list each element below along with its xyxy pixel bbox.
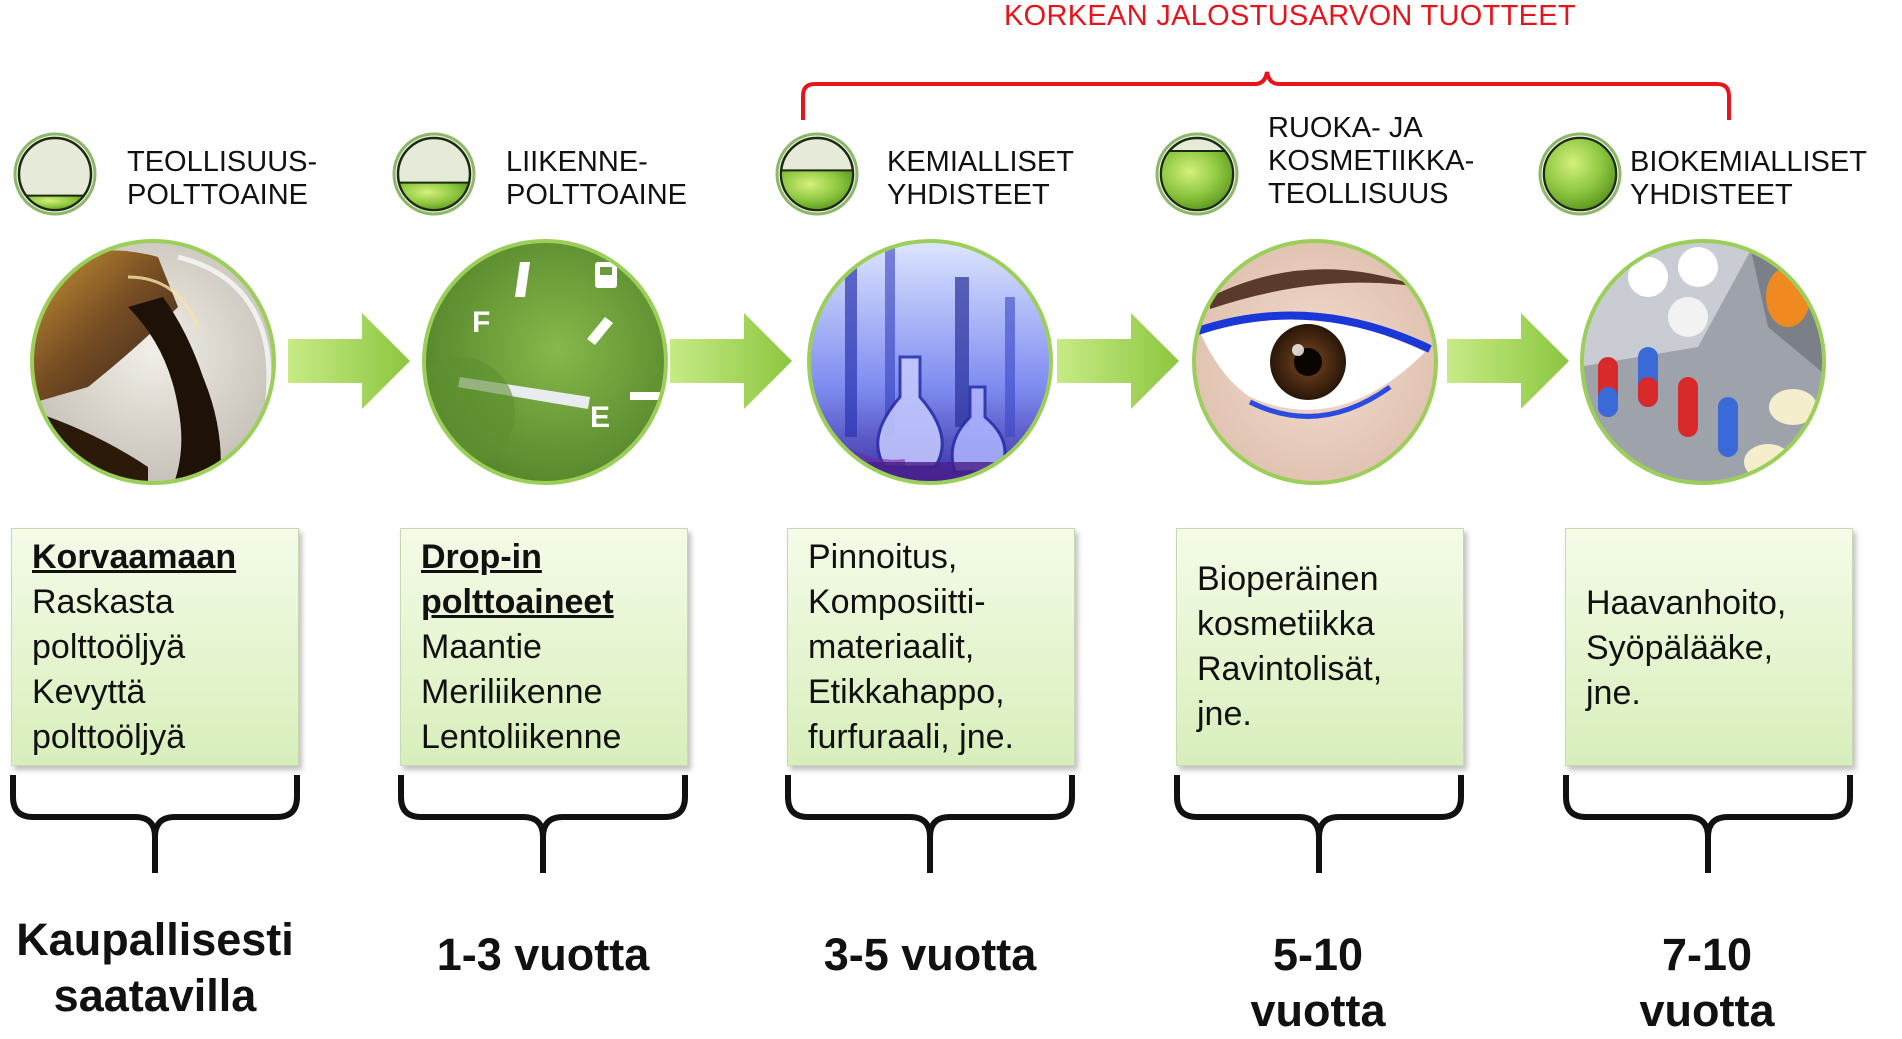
eye-makeup-photo (1192, 239, 1438, 485)
desc-line: furfuraali, jne. (808, 718, 1014, 756)
fill-level-gauge-1 (13, 132, 97, 216)
stage-2-title: LIIKENNE- POLTTOAINE (506, 146, 687, 212)
stage-1-timeline: Kaupallisesti saatavilla (5, 912, 305, 1024)
desc-line: Lentoliikenne (421, 718, 622, 756)
desc-line: Haavanhoito, (1586, 584, 1787, 622)
desc-line: Etikkahappo, (808, 673, 1005, 711)
stage-4-title-line: KOSMETIIKKA- (1268, 145, 1475, 177)
stage-5-description: Haavanhoito, Syöpälääke, jne. (1565, 528, 1853, 766)
fill-level-gauge-5 (1538, 132, 1622, 216)
timeline-brace-3 (785, 775, 1075, 873)
desc-line: polttoöljyä (32, 718, 186, 756)
timeline-line: 5-10 (1272, 929, 1364, 980)
timeline-line: vuotta (1639, 985, 1775, 1036)
stage-5-timeline: 7-10 vuotta (1557, 927, 1857, 1039)
flow-arrow-4 (1447, 313, 1569, 409)
stage-4-title-line: RUOKA- JA (1268, 112, 1423, 144)
desc-heading: polttoaineet (421, 583, 614, 621)
timeline-brace-4 (1174, 775, 1464, 873)
desc-line: kosmetiikka (1197, 605, 1375, 643)
fuel-oil-pouring-photo (30, 239, 276, 485)
fuel-gauge-photo: F E (422, 239, 668, 485)
desc-line: Meriliikenne (421, 673, 603, 711)
timeline-brace-1 (10, 775, 300, 873)
pills-blister-photo (1580, 239, 1826, 485)
laboratory-glassware-photo (807, 239, 1053, 485)
stage-2-timeline: 1-3 vuotta (393, 927, 693, 983)
timeline-line: 3-5 vuotta (823, 929, 1037, 980)
stage-1-title-line: POLTTOAINE (127, 179, 309, 211)
stage-4-timeline: 5-10 vuotta (1168, 927, 1468, 1039)
timeline-line: 7-10 (1661, 929, 1753, 980)
stage-3-description: Pinnoitus, Komposiitti- materiaalit, Eti… (787, 528, 1075, 766)
gauge-fill (780, 169, 854, 211)
stage-2-title-line: LIIKENNE- (506, 146, 648, 178)
stage-3-title-line: KEMIALLISET (887, 146, 1074, 178)
desc-heading: Korvaamaan (32, 538, 237, 576)
desc-line: Kevyttä (32, 673, 146, 711)
stage-5-title: BIOKEMIALLISET YHDISTEET (1630, 146, 1867, 212)
stage-5-title-line: YHDISTEET (1630, 179, 1793, 211)
flow-arrow-1 (288, 313, 410, 409)
timeline-line: 1-3 vuotta (436, 929, 650, 980)
timeline-line: vuotta (1250, 985, 1386, 1036)
stage-5-title-line: BIOKEMIALLISET (1630, 146, 1867, 178)
desc-line: Maantie (421, 628, 542, 666)
desc-line: materiaalit, (808, 628, 975, 666)
stage-1-description: Korvaamaan Raskasta polttoöljyä Kevyttä … (11, 528, 299, 766)
gauge-fill (397, 181, 471, 211)
fill-level-gauge-3 (775, 132, 859, 216)
desc-line: jne. (1586, 674, 1641, 712)
stage-3-title-line: YHDISTEET (887, 179, 1050, 211)
high-value-bracket (801, 71, 1731, 120)
stage-1-title: TEOLLISUUS- POLTTOAINE (127, 146, 317, 212)
desc-line: Pinnoitus, (808, 538, 958, 576)
stage-3-timeline: 3-5 vuotta (780, 927, 1080, 983)
stage-3-title: KEMIALLISET YHDISTEET (887, 146, 1074, 212)
stage-4-description: Bioperäinen kosmetiikka Ravintolisät, jn… (1176, 528, 1464, 766)
gauge-fill (1542, 137, 1618, 211)
timeline-brace-5 (1563, 775, 1853, 873)
desc-line: Bioperäinen (1197, 560, 1379, 598)
timeline-line: Kaupallisesti (16, 914, 294, 965)
svg-text:F: F (472, 306, 490, 339)
gauge-fill (1160, 149, 1234, 211)
stage-1-title-line: TEOLLISUUS- (127, 146, 318, 178)
desc-line: polttoöljyä (32, 628, 186, 666)
desc-line: Raskasta (32, 583, 174, 621)
desc-line: Komposiitti- (808, 583, 986, 621)
flow-arrow-3 (1057, 313, 1179, 409)
gauge-fill (24, 194, 86, 211)
desc-line: Ravintolisät, (1197, 650, 1383, 688)
flow-arrow-2 (670, 313, 792, 409)
fill-level-gauge-4 (1155, 132, 1239, 216)
stage-4-title: RUOKA- JA KOSMETIIKKA- TEOLLISUUS (1268, 112, 1474, 211)
timeline-line: saatavilla (53, 970, 257, 1021)
svg-text:E: E (590, 401, 610, 434)
stage-2-description: Drop-in polttoaineet Maantie Meriliikenn… (400, 528, 688, 766)
timeline-brace-2 (398, 775, 688, 873)
desc-line: jne. (1197, 695, 1252, 733)
stage-2-title-line: POLTTOAINE (506, 179, 688, 211)
high-value-products-label: KORKEAN JALOSTUSARVON TUOTTEET (1004, 0, 1576, 32)
fill-level-gauge-2 (392, 132, 476, 216)
stage-4-title-line: TEOLLISUUS (1268, 178, 1449, 210)
desc-heading: Drop-in (421, 538, 542, 576)
desc-line: Syöpälääke, (1586, 629, 1774, 667)
